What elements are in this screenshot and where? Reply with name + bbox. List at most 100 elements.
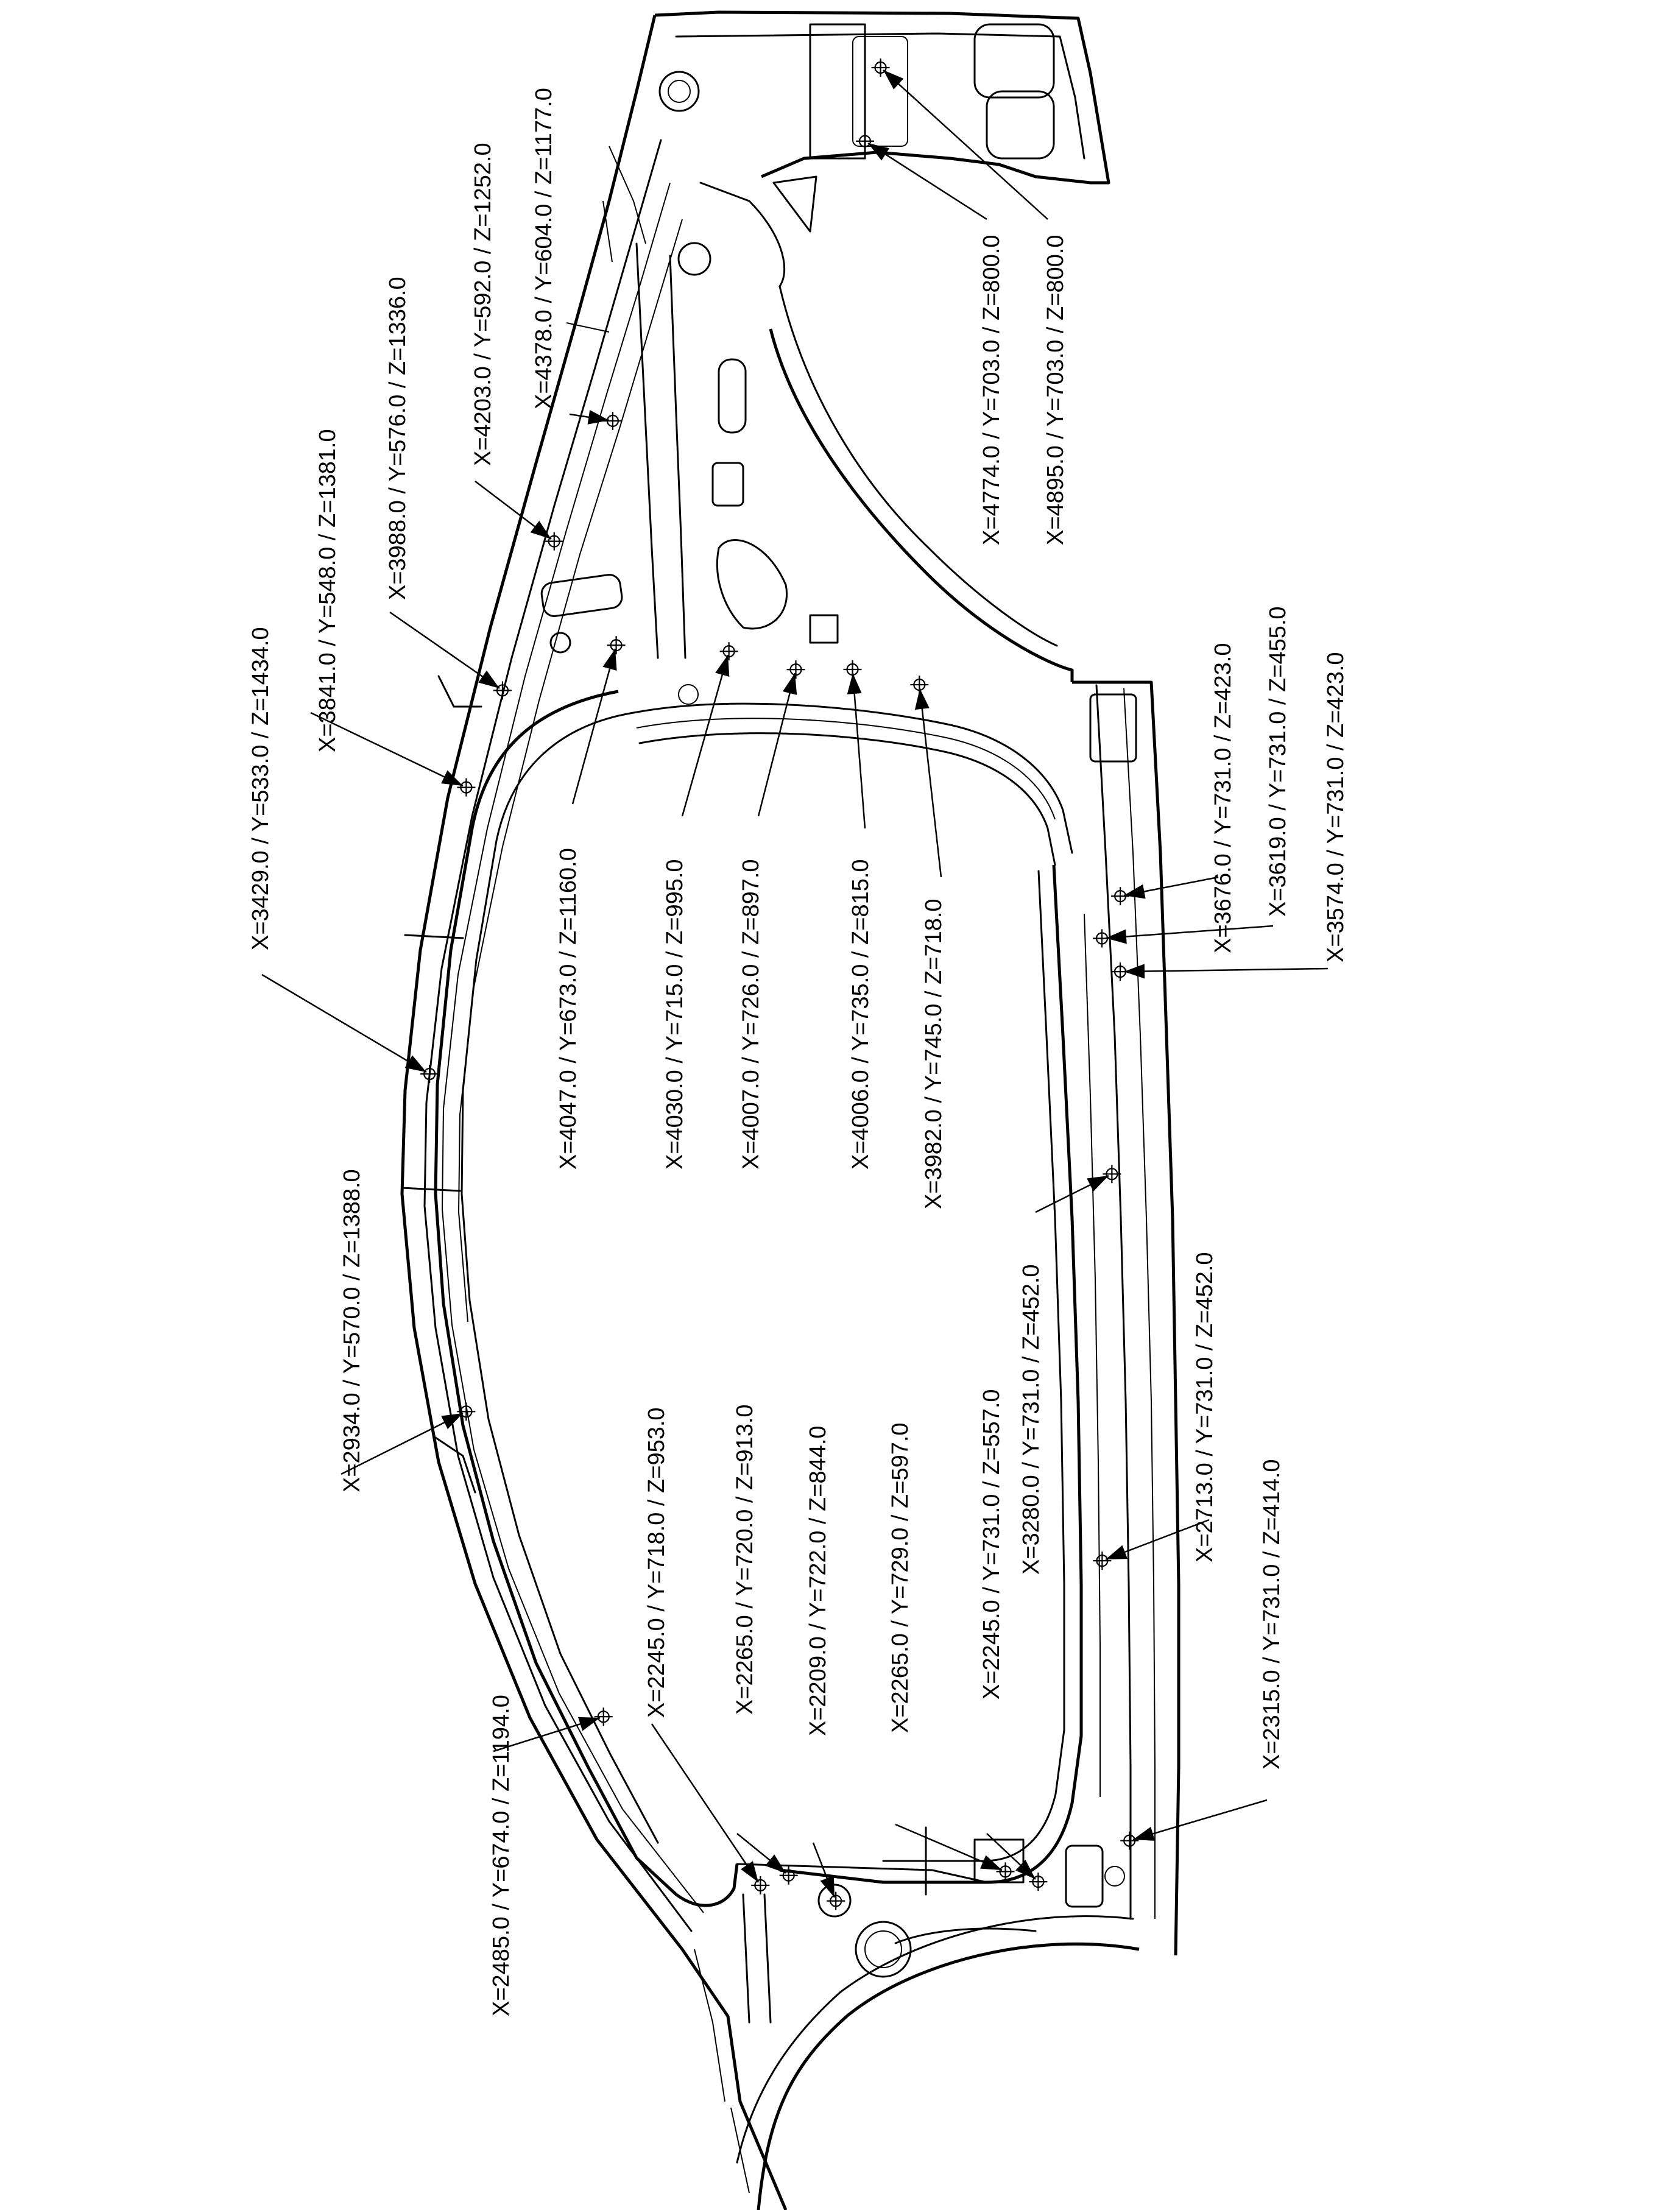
callout-leader-line	[651, 1723, 760, 1883]
lamp-pocket-3	[852, 36, 908, 147]
measurement-point-marker	[1110, 961, 1131, 982]
callout-arrowhead	[765, 1854, 786, 1873]
front-hole-1-inner	[864, 1930, 902, 1968]
dimension-callout: X=4047.0 / Y=673.0 / Z=1160.0	[556, 635, 626, 1170]
dimension-callout: X=4007.0 / Y=726.0 / Z=897.0	[738, 660, 806, 1170]
callout-arrowhead	[715, 655, 730, 677]
hinge-pillar	[736, 1826, 988, 1896]
callout-arrowhead	[587, 409, 609, 425]
roof-notch-1	[437, 675, 482, 708]
callout-coordinate-label: X=3841.0 / Y=548.0 / Z=1381.0	[315, 429, 341, 752]
dimension-callout: X=2265.0 / Y=729.0 / Z=597.0	[888, 1422, 1015, 1882]
callout-arrowhead	[741, 1861, 758, 1882]
callout-arrowhead	[1124, 884, 1146, 899]
quarter-slot-1	[718, 358, 747, 434]
callout-coordinate-label: X=3429.0 / Y=533.0 / Z=1434.0	[248, 627, 274, 950]
dimension-callout: X=3841.0 / Y=548.0 / Z=1381.0	[310, 429, 476, 797]
quarter-hole-1	[658, 71, 700, 112]
callout-leader-line	[310, 711, 464, 787]
measurement-point-marker	[456, 777, 476, 797]
dimension-callout: X=2265.0 / Y=720.0 / Z=913.0	[732, 1404, 799, 1885]
roof-seam-1	[404, 934, 464, 939]
callout-leader-line	[867, 142, 987, 221]
callout-coordinate-label: X=2245.0 / Y=731.0 / Z=557.0	[979, 1389, 1004, 1700]
callout-coordinate-label: X=2265.0 / Y=720.0 / Z=913.0	[732, 1404, 758, 1715]
callout-arrowhead	[530, 520, 551, 539]
rocker-inner-3	[1084, 913, 1101, 1797]
callout-coordinate-label: X=2265.0 / Y=729.0 / Z=597.0	[888, 1422, 913, 1733]
lamp-pocket-2	[986, 90, 1055, 160]
dimension-callout: X=3988.0 / Y=576.0 / Z=1336.0	[385, 277, 513, 701]
callout-arrowhead	[441, 770, 463, 786]
callout-leader-line	[919, 688, 942, 878]
callout-coordinate-label: X=2934.0 / Y=570.0 / Z=1388.0	[339, 1169, 365, 1492]
measurement-point-marker	[855, 131, 875, 151]
callout-coordinate-label: X=2713.0 / Y=731.0 / Z=452.0	[1192, 1252, 1218, 1562]
dimension-callout: X=2713.0 / Y=731.0 / Z=452.0	[1092, 1252, 1218, 1571]
callout-arrowhead	[868, 143, 890, 161]
callout-arrowhead	[980, 1855, 1002, 1870]
callout-coordinate-label: X=4006.0 / Y=735.0 / Z=815.0	[848, 859, 874, 1170]
front-hole-3	[1104, 1866, 1125, 1887]
measurement-point-marker	[1110, 886, 1131, 906]
callout-coordinate-label: X=3574.0 / Y=731.0 / Z=423.0	[1323, 652, 1349, 962]
callout-arrowhead	[847, 673, 862, 694]
measurement-point-marker	[1120, 1830, 1140, 1851]
callout-coordinate-label: X=2245.0 / Y=718.0 / Z=953.0	[644, 1407, 669, 1718]
front-pillar-strip	[742, 1893, 772, 2024]
roof-notch-2	[434, 1436, 476, 1494]
rocker-end-pocket	[1089, 693, 1137, 763]
front-door-opening-inner	[461, 711, 659, 1844]
callout-coordinate-label: X=3676.0 / Y=731.0 / Z=423.0	[1210, 643, 1236, 953]
rear-wheel-arch-inner	[778, 285, 1058, 647]
dimension-callout: X=2245.0 / Y=718.0 / Z=953.0	[644, 1407, 771, 1896]
callout-coordinate-label: X=4007.0 / Y=726.0 / Z=897.0	[738, 859, 764, 1170]
measurement-point-marker	[602, 411, 623, 431]
dimension-callout: X=4030.0 / Y=715.0 / Z=995.0	[662, 641, 739, 1170]
lamp-pocket-1	[973, 23, 1055, 99]
callout-arrowhead	[478, 670, 499, 688]
callout-coordinate-label: X=4047.0 / Y=673.0 / Z=1160.0	[556, 848, 581, 1170]
callout-arrowhead	[1133, 1826, 1156, 1841]
fuel-door-recess	[540, 574, 623, 617]
quarter-slot-2	[711, 462, 744, 507]
hinge-pocket	[973, 1838, 1025, 1883]
rocker-outer	[1072, 680, 1181, 1956]
callout-coordinate-label: X=4030.0 / Y=715.0 / Z=995.0	[662, 859, 688, 1170]
callout-arrowhead	[1106, 929, 1127, 944]
quarter-hole-1-inner	[668, 80, 691, 103]
measurement-point-marker	[593, 1707, 613, 1727]
roof-seam-3	[566, 322, 610, 333]
callout-arrowhead	[782, 673, 797, 695]
rear-wheel-arch	[769, 328, 1074, 682]
quarter-hole-2	[677, 242, 711, 276]
dimension-callout: X=4378.0 / Y=604.0 / Z=1177.0	[531, 88, 623, 431]
front-hole-2	[817, 1883, 852, 1918]
callout-coordinate-label: X=3988.0 / Y=576.0 / Z=1336.0	[385, 277, 411, 600]
dimension-callout: X=4203.0 / Y=592.0 / Z=1252.0	[470, 143, 564, 551]
callout-leader-line	[757, 673, 796, 817]
callout-arrowhead	[577, 1717, 600, 1731]
body-side-panel	[400, 10, 1181, 2210]
front-wheel-arch-inner	[736, 1915, 1134, 2164]
callout-arrowhead	[1124, 964, 1145, 979]
front-door-opening	[434, 690, 739, 1907]
measurement-point-marker	[786, 660, 806, 680]
callout-coordinate-label: X=2315.0 / Y=731.0 / Z=414.0	[1259, 1459, 1285, 1770]
dimension-callout: X=2485.0 / Y=674.0 / Z=1194.0	[489, 1695, 613, 2016]
dimension-callout: X=3429.0 / Y=533.0 / Z=1434.0	[248, 627, 440, 1084]
dimension-callout: X=3619.0 / Y=731.0 / Z=455.0	[1092, 606, 1291, 948]
measurement-point-marker	[826, 1891, 846, 1911]
roof-rail-inner-3	[458, 219, 683, 1322]
front-wheel-arch	[757, 1942, 1140, 2210]
callout-coordinate-label: X=4774.0 / Y=703.0 / Z=800.0	[979, 235, 1004, 545]
dimension-callout: X=2934.0 / Y=570.0 / Z=1388.0	[339, 1169, 476, 1492]
front-hole-1	[855, 1921, 912, 1978]
callout-leader-line	[571, 648, 616, 805]
callout-arrowhead	[1087, 1176, 1109, 1191]
callout-arrowhead	[1106, 1545, 1128, 1559]
callout-leader-line	[1123, 967, 1329, 973]
rear-wheel-arch-upper	[699, 182, 786, 288]
callout-coordinate-label: X=4895.0 / Y=703.0 / Z=800.0	[1043, 235, 1068, 545]
measurement-point-marker	[606, 635, 626, 655]
